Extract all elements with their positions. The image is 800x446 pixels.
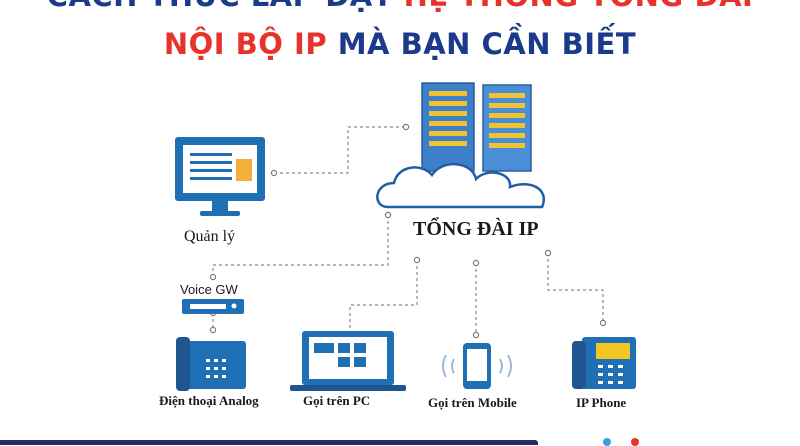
line-ipphone <box>547 253 604 323</box>
label-voice-gw: Voice GW <box>180 282 238 297</box>
label-mobile: Gọi trên Mobile <box>428 395 517 410</box>
ip-phone-icon <box>572 337 636 389</box>
server-rack-icon <box>421 82 532 172</box>
monitor-icon <box>175 137 265 216</box>
title-line-1: CÁCH THỨC LẮP ĐẶT HỆ THỐNG TỔNG ĐÀI <box>0 0 800 13</box>
title-line-2: NỘI BỘ IP MÀ BẠN CẦN BIẾT <box>0 27 800 61</box>
label-ip-phone: IP Phone <box>576 395 627 410</box>
voice-gateway-icon <box>182 299 244 314</box>
connector-dots <box>209 123 607 341</box>
analog-phone-icon <box>176 337 246 391</box>
mobile-phone-icon <box>442 343 512 389</box>
center-label: TỔNG ĐÀI IP <box>413 218 539 240</box>
ip-pbx-diagram: TỔNG ĐÀI IP Quản lý Voice GW Điện thoại … <box>150 75 648 430</box>
bottom-bar <box>0 440 538 445</box>
title-line-1-part-1: CÁCH THỨC LẮP ĐẶT <box>47 0 393 13</box>
title-line-1-part-2: HỆ THỐNG TỔNG ĐÀI <box>404 0 754 13</box>
line-voicegw <box>212 215 389 277</box>
laptop-icon <box>290 331 406 391</box>
decor-dot-blue <box>603 438 611 446</box>
label-pc: Gọi trên PC <box>303 393 371 408</box>
diagram-graphics <box>175 82 636 391</box>
label-management: Quản lý <box>184 228 236 245</box>
connector-lines <box>212 126 604 337</box>
line-pc <box>349 260 418 337</box>
label-analog: Điện thoại Analog <box>159 393 259 408</box>
line-management <box>274 126 406 174</box>
title-line-2-part-1: NỘI BỘ IP <box>163 27 328 61</box>
decor-dot-red <box>631 438 639 446</box>
cloud-icon <box>376 162 545 209</box>
title-line-2-part-2: MÀ BẠN CẦN BIẾT <box>337 27 637 61</box>
